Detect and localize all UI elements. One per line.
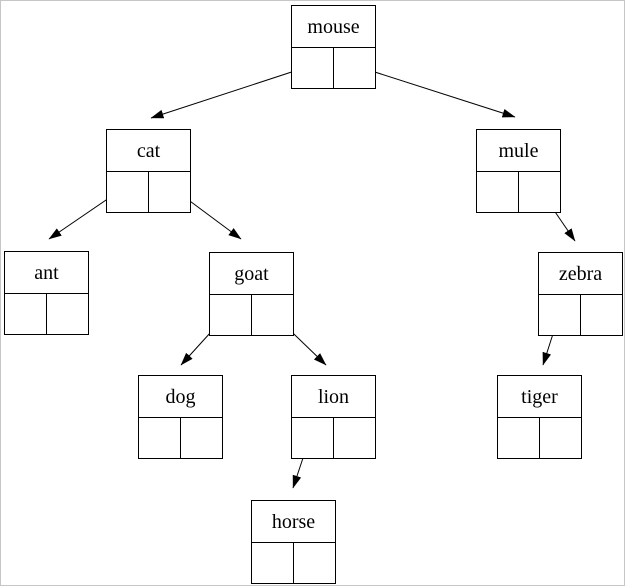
node-label: mule <box>477 130 560 172</box>
left-pointer-cell <box>498 418 540 459</box>
node-pointer-cells <box>107 172 190 213</box>
node-pointer-cells <box>292 48 375 89</box>
left-pointer-cell <box>477 172 519 213</box>
right-pointer-cell <box>47 294 88 335</box>
node-pointer-cells <box>252 543 335 584</box>
node-label: lion <box>292 376 375 418</box>
left-pointer-cell <box>107 172 149 213</box>
right-pointer-cell <box>540 418 581 459</box>
node-pointer-cells <box>5 294 88 335</box>
tree-node-dog: dog <box>138 375 223 459</box>
node-label: dog <box>139 376 222 418</box>
tree-node-goat: goat <box>209 252 294 336</box>
tree-node-mouse: mouse <box>291 5 376 89</box>
node-pointer-cells <box>539 295 622 336</box>
node-pointer-cells <box>210 295 293 336</box>
tree-node-cat: cat <box>106 129 191 213</box>
left-pointer-cell <box>292 418 334 459</box>
node-label: cat <box>107 130 190 172</box>
right-pointer-cell <box>334 418 375 459</box>
node-label: tiger <box>498 376 581 418</box>
left-pointer-cell <box>252 543 294 584</box>
tree-node-lion: lion <box>291 375 376 459</box>
node-label: zebra <box>539 253 622 295</box>
node-label: ant <box>5 252 88 294</box>
right-pointer-cell <box>519 172 560 213</box>
node-label: mouse <box>292 6 375 48</box>
right-pointer-cell <box>149 172 190 213</box>
left-pointer-cell <box>210 295 252 336</box>
tree-node-ant: ant <box>4 251 89 335</box>
left-pointer-cell <box>139 418 181 459</box>
left-pointer-cell <box>5 294 47 335</box>
node-label: goat <box>210 253 293 295</box>
tree-node-mule: mule <box>476 129 561 213</box>
edge-mouse-left-cat <box>150 64 314 119</box>
left-pointer-cell <box>292 48 334 89</box>
right-pointer-cell <box>294 543 335 584</box>
left-pointer-cell <box>539 295 581 336</box>
node-pointer-cells <box>498 418 581 459</box>
tree-node-tiger: tiger <box>497 375 582 459</box>
node-label: horse <box>252 501 335 543</box>
right-pointer-cell <box>252 295 293 336</box>
node-pointer-cells <box>292 418 375 459</box>
tree-node-horse: horse <box>251 500 336 584</box>
node-pointer-cells <box>139 418 222 459</box>
right-pointer-cell <box>181 418 222 459</box>
tree-node-zebra: zebra <box>538 252 623 336</box>
edge-mouse-right-mule <box>352 64 516 118</box>
right-pointer-cell <box>334 48 375 89</box>
node-pointer-cells <box>477 172 560 213</box>
right-pointer-cell <box>581 295 622 336</box>
